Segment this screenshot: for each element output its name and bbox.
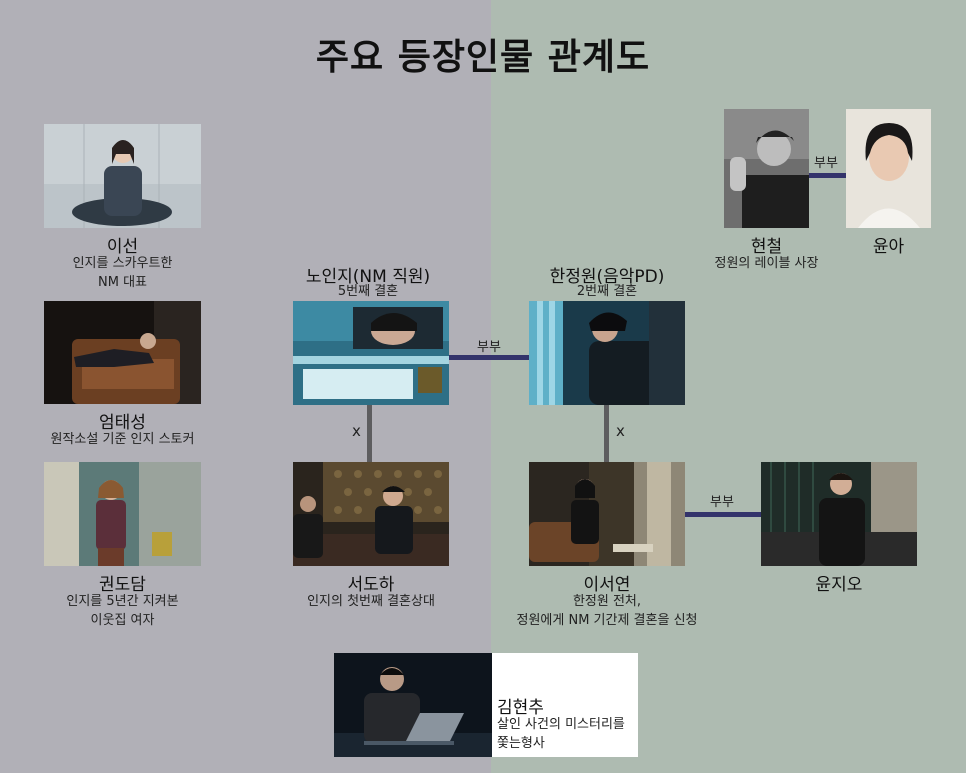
- link-line-noinji-seodoha: [367, 405, 372, 463]
- photo-hanjungwon: [529, 301, 685, 405]
- desc-eomtaesung: 원작소설 기준 인지 스토커: [50, 432, 195, 447]
- desc-gwondodam-line1: 인지를 5년간 지켜본: [66, 594, 179, 609]
- name-eomtaesung: 엄태성: [99, 413, 146, 433]
- photo-eomtaesung: [44, 301, 201, 404]
- name-kimhyeonchu: 김현추: [497, 698, 544, 718]
- desc-kimhyeonchu-line2: 쫓는형사: [497, 736, 545, 751]
- name-yuna: 윤아: [872, 237, 905, 257]
- photo-iseon: [44, 124, 201, 228]
- photo-noinji: [293, 301, 449, 405]
- name-seodoha: 서도하: [347, 575, 395, 595]
- photo-seodoha: [293, 462, 449, 566]
- photo-iseoyeon: [529, 462, 685, 566]
- desc-iseon-line1: 인지를 스카우트한: [72, 256, 173, 271]
- desc-hyeoncheol: 정원의 레이블 사장: [714, 256, 819, 271]
- name-iseon: 이선: [106, 237, 139, 257]
- x-mark-hanjungwon-iseoyeon: x: [616, 422, 625, 440]
- spouse-line-hyeoncheol-yuna: [809, 173, 846, 178]
- spouse-line-iseoyeon-yunjio: [685, 512, 761, 517]
- spouse-label-noinji-hanjungwon: 부부: [477, 340, 501, 355]
- photo-hyeoncheol: [724, 109, 809, 228]
- name-yunjio: 윤지오: [815, 575, 863, 595]
- name-iseoyeon: 이서연: [583, 575, 631, 595]
- desc-seodoha: 인지의 첫번째 결혼상대: [307, 594, 435, 609]
- desc-gwondodam-line2: 이웃집 여자: [90, 613, 155, 628]
- desc-iseoyeon-line1: 한정원 전처,: [572, 594, 642, 609]
- name-noinji: 노인지(NM 직원): [305, 267, 431, 287]
- spouse-line-noinji-hanjungwon: [449, 355, 529, 360]
- name-hanjungwon: 한정원(음악PD): [549, 267, 665, 287]
- spouse-label-iseoyeon-yunjio: 부부: [710, 495, 734, 510]
- desc-kimhyeonchu-line1: 살인 사건의 미스터리를: [497, 717, 625, 732]
- page-title: 주요 등장인물 관계도: [315, 37, 651, 78]
- name-hyeoncheol: 현철: [750, 237, 783, 257]
- desc-hanjungwon: 2번째 결혼: [576, 284, 638, 299]
- photo-gwondodam: [44, 462, 201, 566]
- photo-yuna: [846, 109, 931, 228]
- photo-kimhyeonchu: [334, 653, 492, 757]
- name-gwondodam: 권도담: [99, 575, 146, 595]
- link-line-hanjungwon-iseoyeon: [604, 405, 609, 463]
- photo-yunjio: [761, 462, 917, 566]
- desc-iseon-line2: NM 대표: [98, 275, 147, 290]
- x-mark-noinji-seodoha: x: [352, 422, 361, 440]
- desc-iseoyeon-line2: 정원에게 NM 기간제 결혼을 신청: [516, 613, 698, 628]
- desc-noinji: 5번째 결혼: [337, 284, 399, 299]
- spouse-label-hyeoncheol-yuna: 부부: [814, 156, 838, 171]
